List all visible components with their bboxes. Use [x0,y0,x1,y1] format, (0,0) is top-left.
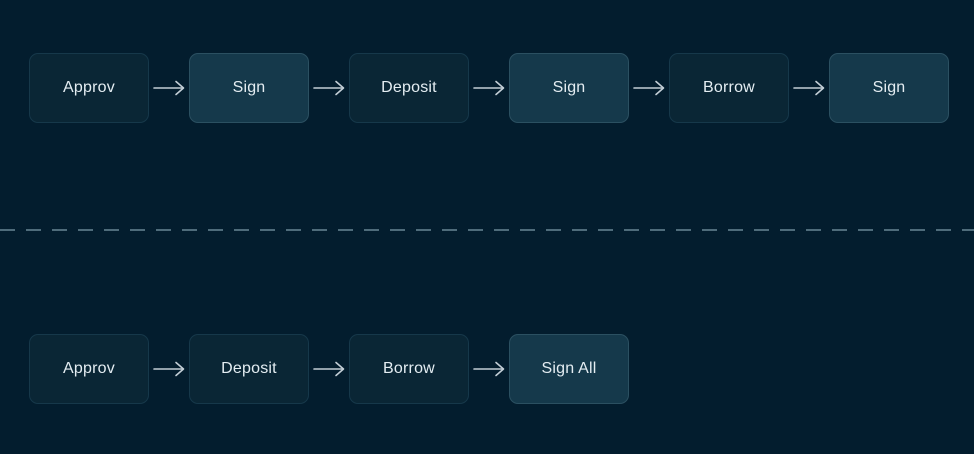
step-deposit[interactable]: Deposit [349,53,469,123]
step-label: Sign [232,79,266,96]
step-sign[interactable]: Sign [509,53,629,123]
step-label: Sign [872,79,906,96]
step-sign-all[interactable]: Sign All [509,334,629,404]
step-label: Deposit [381,79,437,96]
arrow-right-icon [789,53,829,123]
step-approv[interactable]: Approv [29,53,149,123]
step-sign[interactable]: Sign [829,53,949,123]
arrow-right-icon [309,334,349,404]
step-borrow[interactable]: Borrow [669,53,789,123]
arrow-right-icon [309,53,349,123]
step-sign[interactable]: Sign [189,53,309,123]
step-label: Approv [63,360,115,377]
step-label: Approv [63,79,115,96]
flow-row-batched-signing: Approv Deposit Borrow Sign All [29,334,629,404]
step-label: Borrow [383,360,435,377]
step-label: Borrow [703,79,755,96]
arrow-right-icon [149,334,189,404]
dashed-divider [0,229,974,231]
step-label: Sign All [541,360,597,377]
arrow-right-icon [629,53,669,123]
step-approv[interactable]: Approv [29,334,149,404]
arrow-right-icon [149,53,189,123]
arrow-right-icon [469,334,509,404]
step-deposit[interactable]: Deposit [189,334,309,404]
flow-row-per-transaction-signing: Approv Sign Deposit Sign Borrow Sign [29,53,949,123]
arrow-right-icon [469,53,509,123]
step-borrow[interactable]: Borrow [349,334,469,404]
step-label: Sign [552,79,586,96]
step-label: Deposit [221,360,277,377]
